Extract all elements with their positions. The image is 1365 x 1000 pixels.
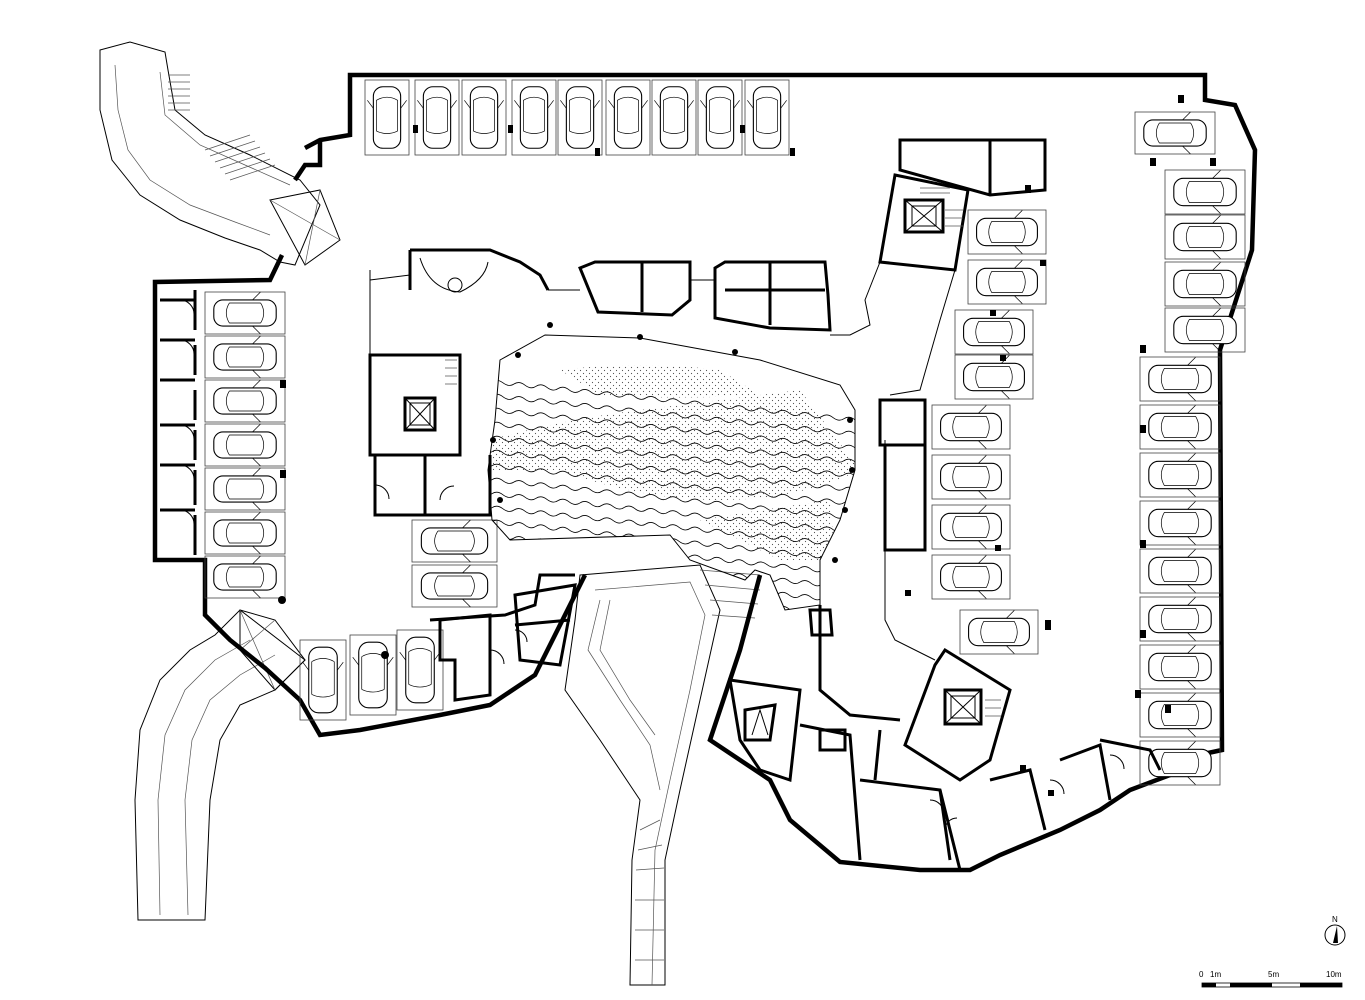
parked-car-icon — [1139, 740, 1221, 786]
scale-label-10m: 10m — [1326, 970, 1342, 979]
parked-car-icon — [1139, 644, 1221, 690]
outer-east-parking-column — [1134, 111, 1246, 786]
south-west-service-rooms — [438, 583, 577, 702]
parked-car-icon — [204, 379, 286, 423]
parked-car-icon — [1164, 261, 1246, 307]
parked-car-icon — [364, 79, 410, 156]
scale-label-1m: 1m — [1210, 970, 1221, 979]
parked-car-icon — [744, 79, 790, 156]
north-parking-row — [364, 79, 790, 156]
parked-car-icon — [697, 79, 743, 156]
parked-car-icon — [1164, 307, 1246, 353]
structural-columns — [278, 95, 1216, 796]
scale-bar: 0 1m 5m 10m — [1199, 970, 1343, 988]
parked-car-icon — [396, 629, 444, 711]
parked-car-icon — [299, 639, 347, 721]
east-service-rooms — [878, 398, 936, 661]
parked-car-icon — [1164, 169, 1246, 215]
parked-car-icon — [1139, 500, 1221, 546]
parked-car-icon — [461, 79, 507, 156]
parked-car-icon — [1164, 214, 1246, 260]
parked-car-icon — [204, 555, 286, 599]
parked-car-icon — [557, 79, 603, 156]
south-west-parking-row — [299, 629, 444, 721]
parked-car-icon — [967, 259, 1047, 305]
scale-label-0: 0 — [1199, 970, 1204, 979]
south-entrance-path — [564, 564, 761, 986]
parked-car-icon — [931, 404, 1011, 450]
parked-car-icon — [204, 423, 286, 467]
parked-car-icon — [1139, 692, 1221, 738]
parked-car-icon — [1139, 356, 1221, 402]
courtyard-columns — [490, 322, 855, 563]
parked-car-icon — [931, 554, 1011, 600]
west-lift-core — [368, 270, 492, 517]
parked-car-icon — [605, 79, 651, 156]
parked-car-icon — [349, 634, 397, 716]
parked-car-icon — [954, 354, 1034, 400]
parked-car-icon — [959, 609, 1039, 655]
stair-flight-icon — [168, 74, 276, 181]
central-courtyard — [487, 322, 856, 611]
parked-car-icon — [1134, 111, 1216, 155]
parked-car-icon — [204, 291, 286, 335]
north-label: N — [1332, 915, 1338, 924]
parked-car-icon — [411, 564, 498, 608]
north-west-ramp — [99, 41, 341, 266]
parked-car-icon — [967, 209, 1047, 255]
south-west-ramp — [134, 609, 306, 921]
parked-car-icon — [1139, 404, 1221, 450]
centre-parking-pair — [411, 519, 498, 608]
parked-car-icon — [651, 79, 697, 156]
west-parking-row — [204, 291, 286, 599]
parked-car-icon — [204, 335, 286, 379]
parked-car-icon — [1139, 452, 1221, 498]
parked-car-icon — [1139, 548, 1221, 594]
inner-east-parking-column — [931, 209, 1047, 655]
south-east-lift-core — [903, 647, 1012, 782]
south-service-rooms — [728, 605, 1162, 871]
north-arrow: N — [1324, 915, 1346, 946]
parked-car-icon — [204, 467, 286, 511]
scale-label-5m: 5m — [1268, 970, 1279, 979]
parked-car-icon — [954, 309, 1034, 355]
stippled-planting — [488, 365, 855, 610]
parked-car-icon — [411, 519, 498, 563]
parked-car-icon — [931, 454, 1011, 500]
parked-car-icon — [931, 504, 1011, 550]
parked-car-icon — [1139, 596, 1221, 642]
west-storage-cells — [160, 290, 197, 562]
parked-car-icon — [204, 511, 286, 555]
parked-car-icon — [414, 79, 460, 156]
central-room-block — [408, 248, 832, 332]
north-east-lift-core — [830, 138, 1047, 396]
parked-car-icon — [511, 79, 557, 156]
